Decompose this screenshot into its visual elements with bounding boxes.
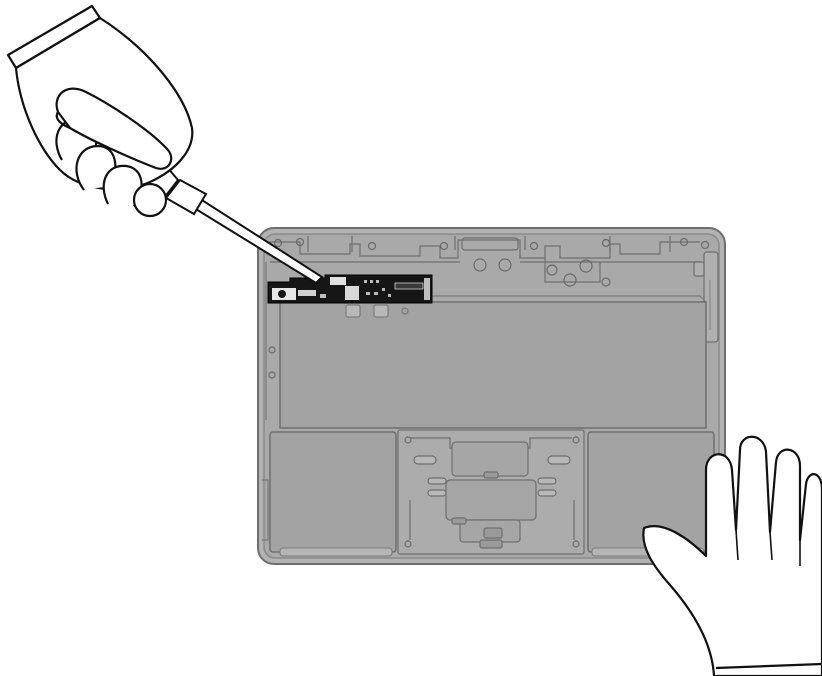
board-screw bbox=[278, 290, 286, 298]
screwdriver-ferrule bbox=[164, 178, 208, 216]
board-edge-connector bbox=[424, 278, 430, 300]
glove-finger-creases bbox=[735, 529, 801, 566]
glove-cuff-right bbox=[715, 662, 822, 670]
screw-holes bbox=[268, 237, 710, 379]
left-gloved-hand bbox=[6, 4, 194, 218]
left-side-strip bbox=[262, 262, 269, 541]
board-cable-contact bbox=[330, 277, 346, 285]
hinge-area bbox=[270, 236, 700, 283]
glove-hand-right bbox=[642, 435, 822, 676]
side-port-strip bbox=[693, 251, 719, 343]
board-smd-parts bbox=[320, 280, 391, 298]
board-connector-strip bbox=[394, 282, 424, 290]
right-gloved-hand bbox=[642, 435, 822, 676]
glove-thumb bbox=[55, 87, 173, 170]
battery-cell-upper bbox=[279, 301, 707, 429]
glove-thumb-crease bbox=[55, 111, 71, 130]
circuit-board[interactable] bbox=[267, 274, 433, 304]
glove-finger-4 bbox=[132, 182, 168, 218]
board-chip-square bbox=[345, 286, 359, 300]
board-standoffs bbox=[345, 304, 409, 318]
trackpad-bracket bbox=[397, 429, 585, 555]
board-chip-small bbox=[298, 290, 316, 296]
laptop-bottom-case bbox=[257, 227, 726, 565]
battery-cell-left bbox=[269, 431, 397, 553]
battery-cell-left-foot bbox=[279, 547, 393, 557]
